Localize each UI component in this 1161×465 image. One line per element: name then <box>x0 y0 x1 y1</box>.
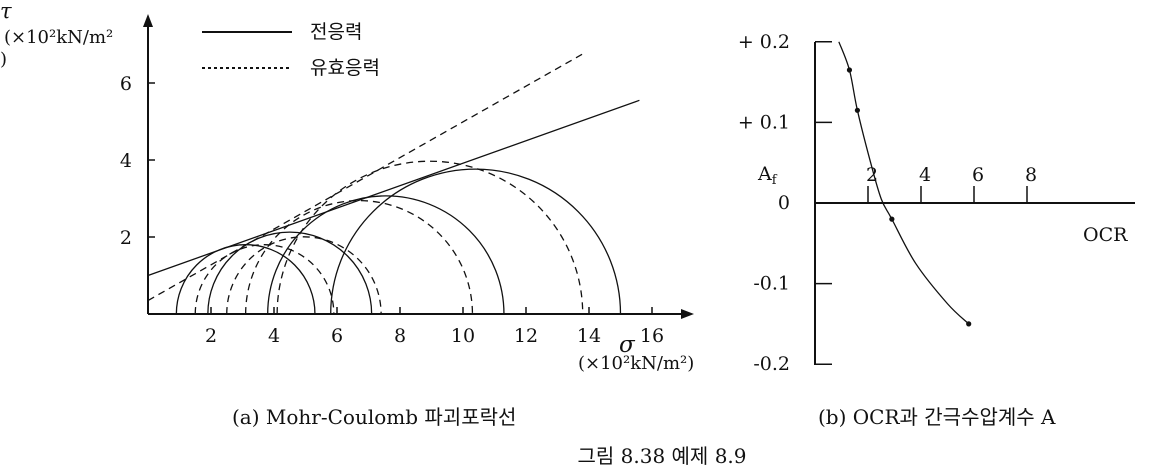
y-tick-label-4: 4 <box>120 150 132 172</box>
y-axis-label: τ <box>0 0 12 23</box>
legend: 전응력 유효응력 <box>202 21 380 79</box>
panel-b-caption: (b) OCR과 간극수압계수 A <box>818 405 1056 429</box>
y-axis-arrowhead-icon <box>143 14 153 27</box>
figure-title: 그림 8.38 예제 8.9 <box>577 444 746 465</box>
legend-label-total-stress: 전응력 <box>310 21 362 43</box>
x-tick-label-14: 14 <box>577 325 601 347</box>
af-markers <box>846 67 972 327</box>
af-point-1 <box>846 67 853 73</box>
mohr-circles <box>175 160 622 315</box>
y-axis-unit: (×10²kN/m² <box>4 27 113 48</box>
y-tick-label-6: 6 <box>120 73 132 95</box>
effective-mohr-circle-7 <box>245 200 474 315</box>
total-mohr-circle-4 <box>330 168 622 315</box>
panel-a-caption: (a) Mohr-Coulomb 파괴포락선 <box>232 405 516 429</box>
x-tick-label-16: 16 <box>640 325 664 347</box>
total-mohr-circle-3 <box>267 195 505 315</box>
y-tick-label-2: 2 <box>120 227 132 249</box>
b-x-tick-label-8: 8 <box>1025 164 1037 186</box>
af-curve <box>838 41 970 325</box>
b-y-tick-label-0: + 0.2 <box>738 31 790 53</box>
total-mohr-circle-2 <box>207 231 373 315</box>
af-point-3 <box>889 216 895 222</box>
x-tick-label-2: 2 <box>205 325 217 347</box>
legend-label-effective-stress: 유효응력 <box>310 57 380 79</box>
effective-mohr-circle-6 <box>226 236 382 315</box>
x-axis-arrowhead-icon <box>681 309 694 319</box>
total-mohr-circle-1 <box>175 244 316 315</box>
panel-a-mohr-coulomb: 2 4 6 8 10 12 14 16 2 4 6 τ (×10²kN/m² ) σ (×10²k… <box>0 0 694 429</box>
x-tick-label-4: 4 <box>268 325 280 347</box>
x-ticks: 2 4 6 8 10 12 14 16 <box>205 307 664 347</box>
b-y-axis-label: Af <box>757 163 778 188</box>
x-tick-label-8: 8 <box>394 325 406 347</box>
b-y-tick-label-2: 0 <box>778 192 790 214</box>
total-stress-envelope <box>147 99 640 277</box>
effective-mohr-circle-8 <box>276 160 584 315</box>
x-tick-label-12: 12 <box>514 325 538 347</box>
y-ticks: 2 4 6 <box>120 73 155 249</box>
b-x-tick-label-4: 4 <box>919 164 931 186</box>
b-y-tick-label-1: + 0.1 <box>738 111 790 133</box>
b-x-tick-label-6: 6 <box>972 164 984 186</box>
b-y-tick-label-4: -0.2 <box>753 353 790 375</box>
x-tick-label-6: 6 <box>331 325 343 347</box>
af-point-4 <box>966 321 972 327</box>
af-point-2 <box>854 107 861 113</box>
x-axis-label: σ <box>619 332 636 358</box>
effective-mohr-circle-5 <box>194 244 335 315</box>
b-y-tick-label-3: -0.1 <box>753 273 790 295</box>
b-x-axis-label: OCR <box>1083 224 1128 246</box>
x-axis-unit: (×10²kN/m²) <box>578 353 694 374</box>
y-axis-unit-tail: ) <box>0 49 7 70</box>
failure-envelopes <box>147 51 640 302</box>
b-y-ticks: + 0.2 + 0.1 0 -0.1 -0.2 <box>738 31 832 375</box>
x-tick-label-10: 10 <box>451 325 475 347</box>
